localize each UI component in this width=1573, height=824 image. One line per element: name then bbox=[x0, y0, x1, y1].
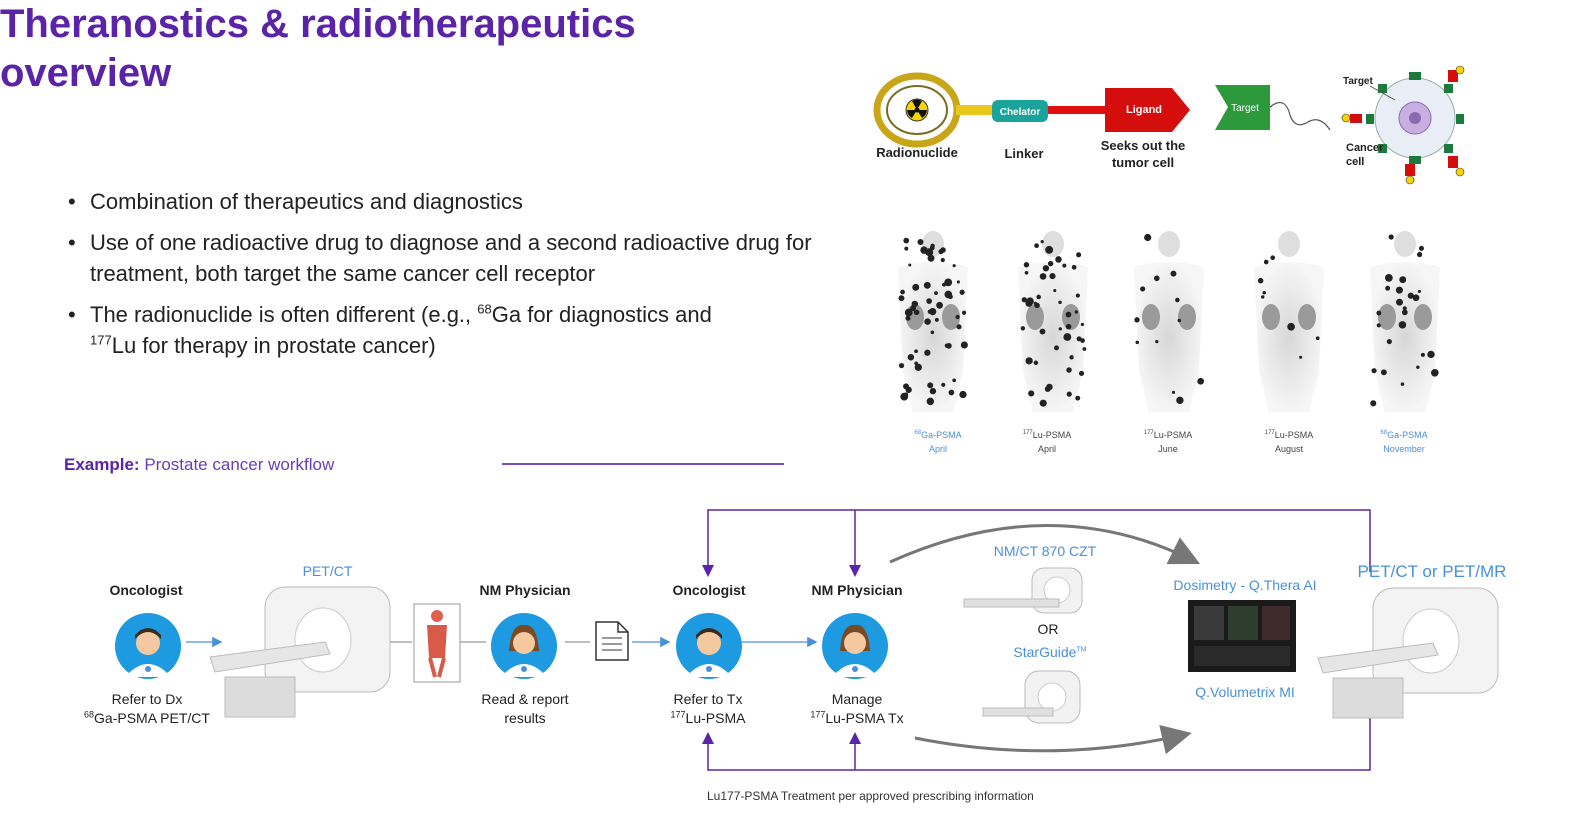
workflow-connectors bbox=[186, 509, 1371, 771]
body-scan-image bbox=[1370, 231, 1440, 412]
target-label: Target bbox=[1343, 76, 1373, 87]
starguide-label: StarGuideTM bbox=[1013, 644, 1087, 660]
seeks-label-1: Seeks out the bbox=[1101, 138, 1186, 153]
bullet-item: Combination of therapeutics and diagnost… bbox=[68, 186, 850, 217]
dosimetry-label: Dosimetry - Q.Thera AI bbox=[1173, 577, 1317, 593]
linker-label: Linker bbox=[1004, 146, 1043, 161]
chelator-block bbox=[992, 100, 1048, 122]
body-scan-image bbox=[1018, 231, 1088, 412]
oncologist-avatar-icon bbox=[676, 613, 742, 679]
nm-physician-avatar-icon bbox=[822, 613, 888, 679]
example-heading: Example: Prostate cancer workflow bbox=[64, 455, 335, 474]
whole-body-scan-thumbnail-icon bbox=[413, 603, 461, 683]
oncologist-label: Oncologist bbox=[672, 582, 746, 598]
nm-physician-avatar-icon bbox=[491, 613, 557, 679]
radioligand-diagram: Chelator Ligand Target Target Cancer cel… bbox=[873, 65, 1465, 185]
radionuclide-label: Radionuclide bbox=[876, 145, 958, 160]
petct-scanner-icon bbox=[209, 586, 391, 718]
dosimetry-screen-icon bbox=[1188, 600, 1296, 672]
target-block bbox=[1215, 85, 1270, 130]
ligand-arrow bbox=[1105, 88, 1190, 132]
bullet-item: The radionuclide is often different (e.g… bbox=[68, 299, 850, 361]
starguide-scanner-icon bbox=[982, 670, 1081, 724]
page-title: Theranostics & radiotherapeutics overvie… bbox=[0, 2, 636, 95]
cancer-label-2: cell bbox=[1346, 156, 1364, 168]
qvolumetrix-label: Q.Volumetrix MI bbox=[1195, 684, 1295, 700]
nmct-label: NM/CT 870 CZT bbox=[993, 543, 1097, 559]
or-label: OR bbox=[1037, 621, 1059, 637]
nmct-scanner-icon bbox=[963, 567, 1083, 614]
petct-or-mr-scanner-icon bbox=[1317, 587, 1499, 719]
bullet-item: Use of one radioactive drug to diagnose … bbox=[68, 227, 850, 289]
ligand-small bbox=[1350, 114, 1362, 123]
oncologist-avatar-icon bbox=[115, 613, 181, 679]
target-block-label: Target bbox=[1231, 103, 1259, 114]
body-scan-image bbox=[898, 231, 968, 412]
footer-note: Lu177-PSMA Treatment per approved prescr… bbox=[707, 789, 1034, 803]
bullet-list: Combination of therapeutics and diagnost… bbox=[66, 186, 850, 371]
seeks-label-2: tumor cell bbox=[1112, 155, 1174, 170]
body-scan-image bbox=[1254, 231, 1324, 412]
body-scan-image bbox=[1134, 231, 1205, 412]
nm-physician-label: NM Physician bbox=[479, 582, 571, 598]
ligand-label: Ligand bbox=[1126, 104, 1162, 116]
petct-label: PET/CT bbox=[302, 563, 353, 579]
scan-images bbox=[898, 231, 1440, 412]
scan-strip bbox=[875, 222, 1475, 422]
petct-or-mr-label: PET/CT or PET/MR bbox=[1357, 562, 1507, 581]
nm-physician-label: NM Physician bbox=[811, 582, 903, 598]
divider bbox=[502, 463, 784, 465]
oncologist-label: Oncologist bbox=[109, 582, 183, 598]
cancer-label-1: Cancer bbox=[1346, 142, 1384, 154]
chelator-label: Chelator bbox=[1000, 107, 1041, 118]
report-document-icon bbox=[595, 621, 629, 661]
